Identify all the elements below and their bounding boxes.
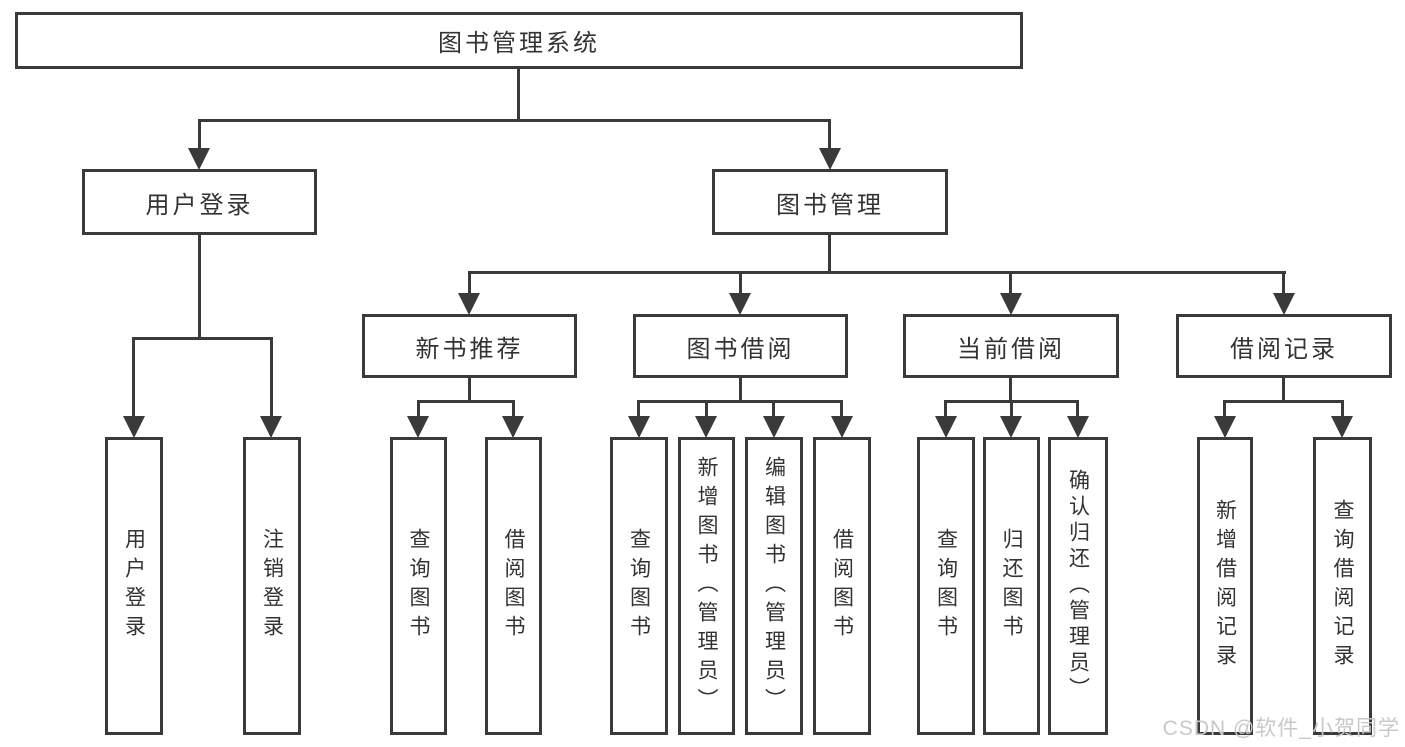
arrow-down-icon xyxy=(458,293,480,315)
arrow-down-icon xyxy=(1331,416,1353,438)
arrow-down-icon xyxy=(935,416,957,438)
leaf-confirm-return-admin-label: 确认归还（管理员） xyxy=(1066,469,1090,703)
connector-drop-leaf xyxy=(705,400,708,418)
node-borrowing-records: 借阅记录 xyxy=(1176,314,1392,378)
leaf-borrow-books-recommend-label: 借阅图书 xyxy=(502,528,525,644)
leaf-return-book: 归还图书 xyxy=(983,437,1040,735)
connector-recommend-bar xyxy=(417,400,515,403)
connector-level2-bar xyxy=(198,119,831,122)
arrow-down-icon xyxy=(628,416,650,438)
leaf-logout: 注销登录 xyxy=(243,437,301,735)
leaf-add-book-admin-label: 新增图书（管理员） xyxy=(695,455,718,717)
arrow-down-icon xyxy=(763,416,785,438)
leaf-borrow-books-recommend: 借阅图书 xyxy=(485,437,542,735)
connector-drop-current xyxy=(1009,271,1012,295)
leaf-query-books-current-label: 查询图书 xyxy=(934,528,958,644)
connector-drop-leaf xyxy=(944,400,947,418)
leaf-edit-book-admin-label: 编辑图书（管理员） xyxy=(762,455,786,717)
leaf-borrow-books-borrow-label: 借阅图书 xyxy=(830,528,854,644)
arrow-down-icon xyxy=(260,416,282,438)
connector-borrow-bar xyxy=(637,400,843,403)
arrow-down-icon xyxy=(502,416,524,438)
leaf-logout-label: 注销登录 xyxy=(260,528,284,644)
node-new-book-recommend: 新书推荐 xyxy=(362,314,577,378)
node-current-borrowing-label: 当前借阅 xyxy=(957,335,1065,363)
watermark-text: CSDN @软件_小贺同学 xyxy=(1162,717,1400,740)
connector-drop-book-mgmt xyxy=(828,119,831,152)
node-current-borrowing: 当前借阅 xyxy=(903,314,1119,378)
connector-recommend-stem xyxy=(468,378,471,400)
connector-drop-leaf xyxy=(1341,400,1344,418)
node-book-borrowing-label: 图书借阅 xyxy=(686,335,795,363)
leaf-borrow-books-borrow: 借阅图书 xyxy=(813,437,871,735)
connector-drop-leaf xyxy=(512,400,515,418)
connector-user-bar xyxy=(132,337,273,340)
leaf-query-books-borrow: 查询图书 xyxy=(610,437,668,735)
connector-mgmt-stem xyxy=(828,235,831,271)
leaf-add-book-admin: 新增图书（管理员） xyxy=(678,437,735,735)
connector-drop-leaf xyxy=(1010,400,1013,418)
connector-drop-leaf xyxy=(417,400,420,418)
arrow-down-icon xyxy=(188,148,210,170)
connector-level3-bar xyxy=(468,271,1286,274)
node-user-login: 用户登录 xyxy=(82,169,317,235)
leaf-query-borrow-record: 查询借阅记录 xyxy=(1313,437,1372,735)
connector-drop-leaf xyxy=(1076,400,1079,418)
leaf-add-borrow-record-label: 新增借阅记录 xyxy=(1213,499,1237,673)
connector-drop-record xyxy=(1282,271,1285,295)
node-borrowing-records-label: 借阅记录 xyxy=(1230,335,1338,363)
connector-drop-recommend xyxy=(468,271,471,295)
leaf-query-books-recommend: 查询图书 xyxy=(390,437,447,735)
arrow-down-icon xyxy=(819,148,841,170)
arrow-down-icon xyxy=(407,416,429,438)
leaf-user-login: 用户登录 xyxy=(105,437,163,735)
connector-user-stem xyxy=(198,235,201,337)
connector-current-stem xyxy=(1009,378,1012,400)
connector-root-stem xyxy=(517,69,520,119)
node-book-management-label: 图书管理 xyxy=(776,191,884,219)
arrow-down-icon xyxy=(1273,293,1295,315)
node-book-borrowing: 图书借阅 xyxy=(633,314,848,378)
node-book-management: 图书管理 xyxy=(712,169,948,235)
arrow-down-icon xyxy=(123,416,145,438)
leaf-query-books-current: 查询图书 xyxy=(917,437,975,735)
arrow-down-icon xyxy=(729,293,751,315)
leaf-edit-book-admin: 编辑图书（管理员） xyxy=(745,437,803,735)
node-new-book-recommend-label: 新书推荐 xyxy=(415,335,524,363)
arrow-down-icon xyxy=(1000,293,1022,315)
leaf-query-books-recommend-label: 查询图书 xyxy=(407,528,430,644)
arrow-down-icon xyxy=(831,416,853,438)
connector-drop-leaf xyxy=(840,400,843,418)
connector-drop-leaf xyxy=(1223,400,1226,418)
connector-borrow-stem xyxy=(739,378,742,400)
connector-drop-borrow xyxy=(739,271,742,295)
connector-drop-leaf xyxy=(270,337,273,420)
node-user-login-label: 用户登录 xyxy=(145,191,254,219)
connector-record-bar xyxy=(1223,400,1343,403)
leaf-confirm-return-admin: 确认归还（管理员） xyxy=(1048,437,1108,735)
arrow-down-icon xyxy=(1214,416,1236,438)
arrow-down-icon xyxy=(695,416,717,438)
leaf-query-borrow-record-label: 查询借阅记录 xyxy=(1331,499,1354,673)
connector-drop-leaf xyxy=(132,337,135,420)
arrow-down-icon xyxy=(1000,416,1022,438)
arrow-down-icon xyxy=(1067,416,1089,438)
leaf-user-login-label: 用户登录 xyxy=(122,528,146,644)
connector-drop-leaf xyxy=(637,400,640,418)
node-root: 图书管理系统 xyxy=(15,12,1023,69)
leaf-add-borrow-record: 新增借阅记录 xyxy=(1197,437,1253,735)
connector-record-stem xyxy=(1282,378,1285,400)
leaf-return-book-label: 归还图书 xyxy=(1000,528,1023,644)
leaf-query-books-borrow-label: 查询图书 xyxy=(627,528,651,644)
node-root-label: 图书管理系统 xyxy=(438,30,600,57)
connector-drop-leaf xyxy=(772,400,775,418)
connector-drop-user-login xyxy=(198,119,201,152)
